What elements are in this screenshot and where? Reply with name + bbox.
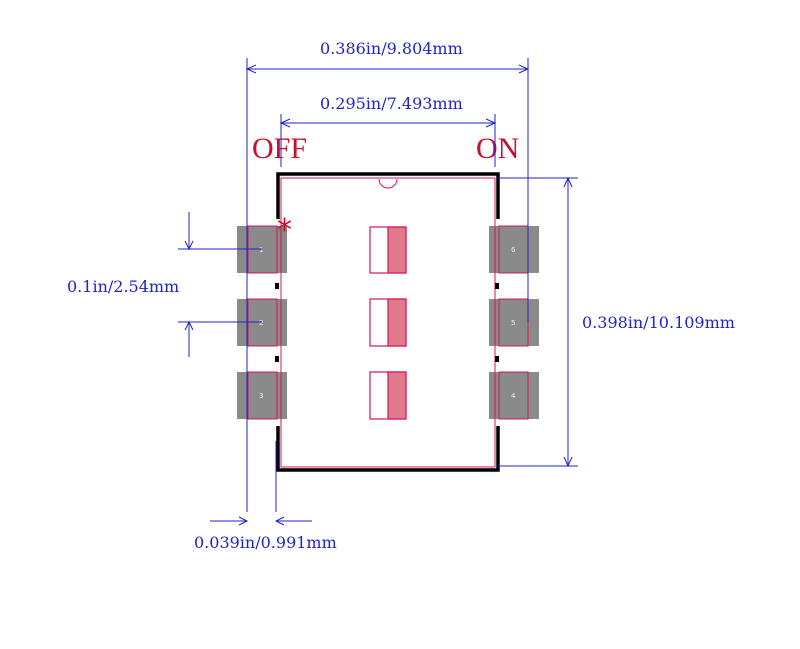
pad-number-2: 2 [259, 319, 263, 327]
off-label: OFF [252, 132, 307, 165]
on-label: ON [476, 132, 519, 165]
pad-3 [237, 372, 287, 419]
switch-2 [369, 298, 407, 347]
pad-offset-label: 0.039in/0.991mm [194, 533, 337, 552]
pad-4 [489, 372, 539, 419]
dimension-lines [178, 58, 578, 526]
body-outline [276, 172, 500, 472]
switch-actuators [369, 226, 407, 420]
pin1-notch [378, 178, 398, 189]
courtyard-outline [280, 177, 496, 468]
switch-1 [369, 226, 407, 274]
height-label: 0.398in/10.109mm [582, 313, 735, 332]
pitch-label: 0.1in/2.54mm [67, 277, 179, 296]
pad-number-1: 1 [259, 246, 263, 254]
silkscreen-dots [275, 283, 499, 362]
pin1-marker: * [277, 213, 292, 248]
pad-5 [489, 299, 539, 346]
pad-span-label: 0.295in/7.493mm [320, 94, 463, 113]
pad-number-4: 4 [511, 392, 516, 400]
pad-number-5: 5 [511, 319, 515, 327]
pad-number-6: 6 [511, 246, 516, 254]
pad-6 [489, 226, 539, 273]
pad-number-3: 3 [259, 392, 263, 400]
switch-3 [369, 371, 407, 420]
right-pads [489, 226, 539, 419]
overall-width-label: 0.386in/9.804mm [320, 39, 463, 58]
